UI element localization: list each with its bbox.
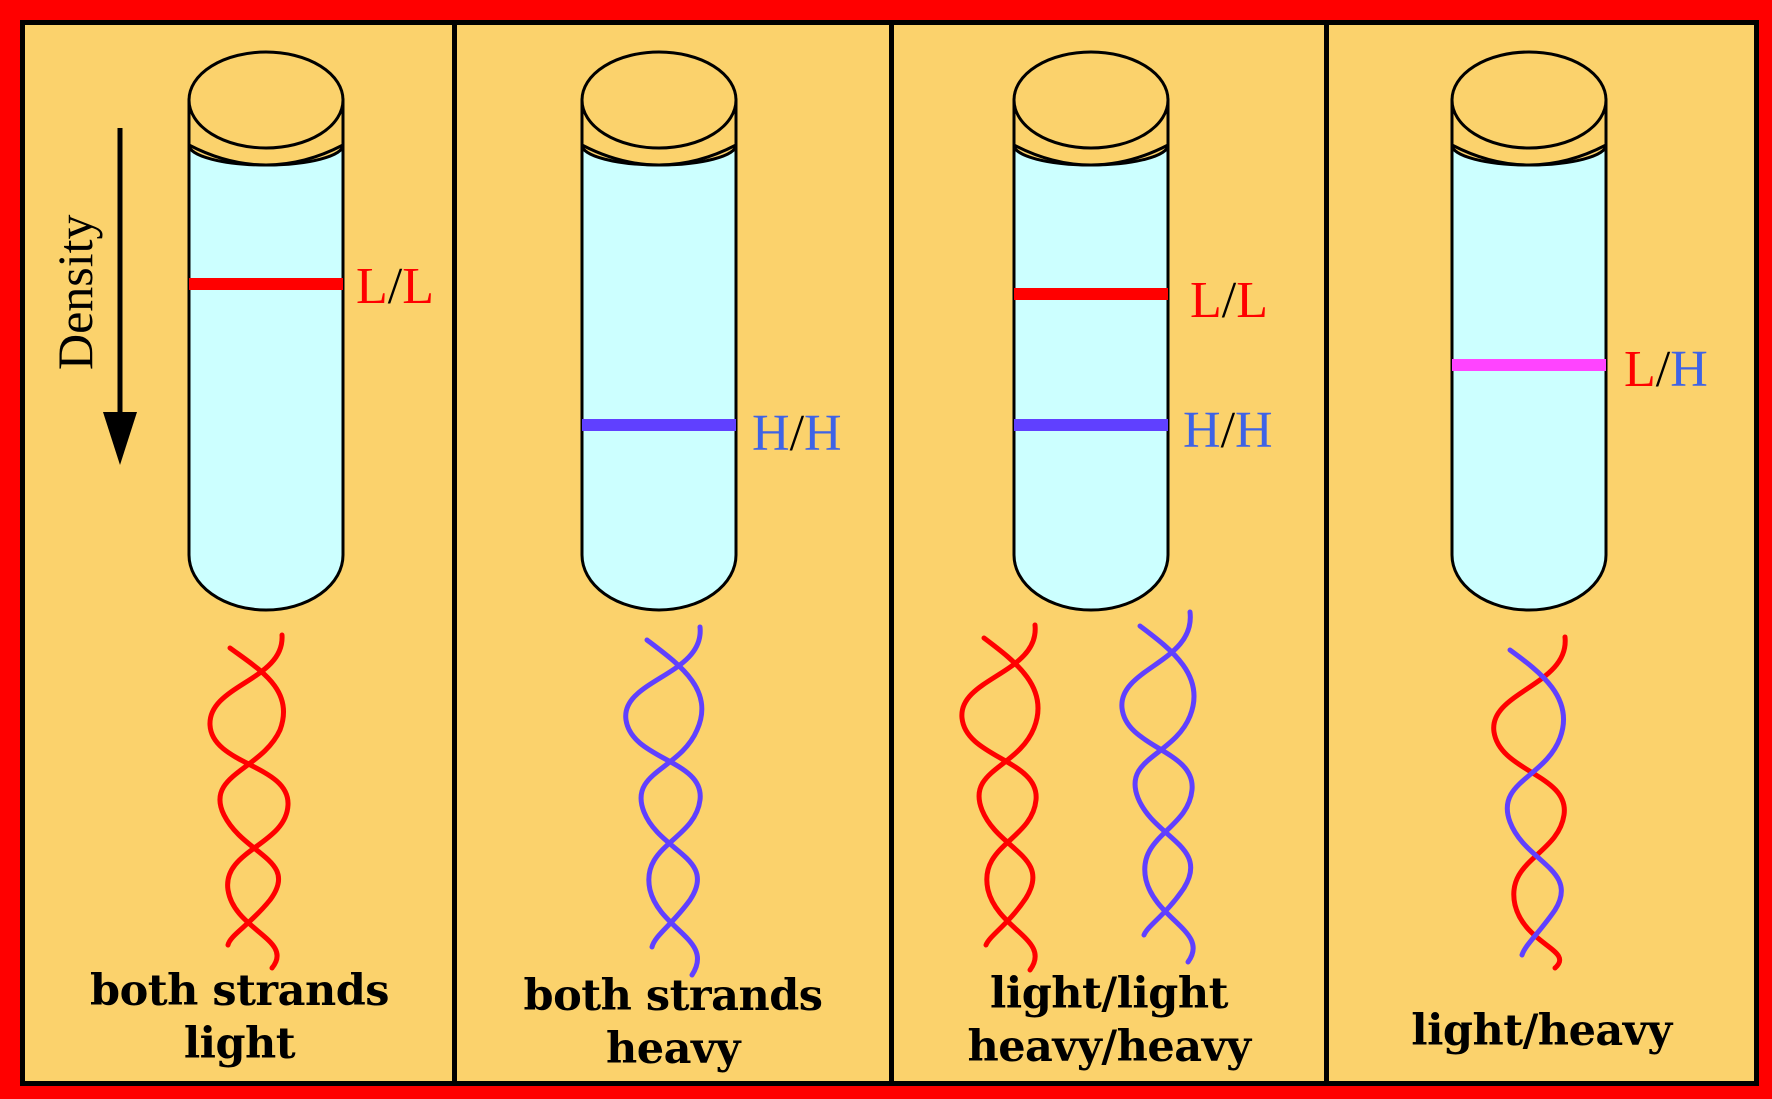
caption-panel-3: light/light heavy/heavy: [889, 968, 1329, 1074]
band-label-ll-1: L/L: [356, 258, 434, 315]
test-tube-3: [1014, 52, 1168, 610]
dna-helix-heavy-3: [1122, 612, 1194, 962]
caption-panel-1: both strands light: [20, 965, 459, 1071]
caption-panel-2: both strands heavy: [455, 970, 891, 1076]
dna-helix-heavy: [626, 627, 702, 975]
density-arrowhead: [103, 412, 137, 465]
dna-helix-light-3: [962, 625, 1038, 970]
dna-helix-hybrid: [1494, 637, 1566, 968]
caption-line: light/heavy: [1324, 1005, 1759, 1058]
caption-line: heavy/heavy: [889, 1021, 1329, 1074]
caption-line: light: [20, 1018, 459, 1071]
band-label-ll-3: L/L: [1190, 272, 1268, 329]
caption-line: both strands: [20, 965, 459, 1018]
band-label-hh-3: H/H: [1183, 402, 1273, 459]
band-label-hh-2: H/H: [752, 405, 842, 462]
test-tube-4: [1452, 52, 1606, 610]
test-tube-2: [582, 52, 736, 610]
caption-panel-4: light/heavy: [1324, 1005, 1759, 1058]
caption-line: heavy: [455, 1023, 891, 1076]
caption-line: light/light: [889, 968, 1329, 1021]
density-label: Density: [47, 214, 103, 370]
dna-helix-light: [210, 635, 288, 968]
test-tube-1: [189, 52, 343, 610]
band-label-lh-4: L/H: [1624, 341, 1708, 398]
caption-line: both strands: [455, 970, 891, 1023]
